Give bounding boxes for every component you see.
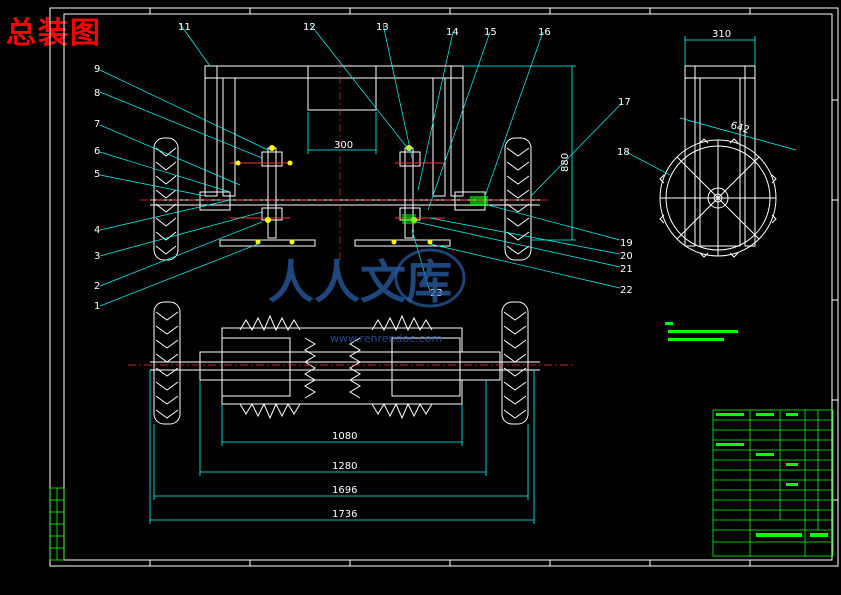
dim-642-text: 642: [729, 120, 750, 136]
dim-310-text: 310: [712, 29, 731, 40]
dim-310: [684, 36, 756, 66]
label-6: 6: [94, 146, 100, 157]
label-11: 11: [178, 22, 191, 33]
leader-lines: [99, 23, 671, 307]
front-wheel-left: [153, 137, 179, 261]
dim-1280-text: 1280: [332, 461, 357, 472]
label-20: 20: [620, 251, 633, 262]
label-12: 12: [303, 22, 316, 33]
label-4: 4: [94, 225, 100, 236]
label-7: 7: [94, 119, 100, 130]
top-wheel-right: [501, 301, 529, 425]
watermark: 人人文库 www.renrendoc.com: [268, 248, 466, 345]
label-2: 2: [94, 281, 100, 292]
front-wheel-right: [504, 137, 532, 261]
label-18: 18: [617, 147, 630, 158]
dim-880-text: 880: [560, 153, 571, 172]
dimension-texts: 300 880 310 642 1080 1280 1696 1736: [332, 29, 751, 520]
dim-1736-text: 1736: [332, 509, 357, 520]
dim-642: [679, 117, 797, 151]
dim-300: [307, 112, 377, 154]
label-22: 22: [620, 285, 633, 296]
label-5: 5: [94, 169, 100, 180]
label-8: 8: [94, 88, 100, 99]
label-23: 23: [430, 288, 443, 299]
front-view-details: [230, 145, 488, 245]
drawing-title: 总装图: [6, 16, 102, 51]
label-1: 1: [94, 301, 100, 312]
title-block: [712, 409, 834, 557]
dim-1080-line: [221, 404, 463, 446]
svg-text:人人文库: 人人文库: [268, 255, 452, 309]
top-view: [150, 314, 540, 420]
technical-notes: [665, 322, 738, 341]
label-21: 21: [620, 264, 633, 275]
dim-1696-text: 1696: [332, 485, 357, 496]
label-14: 14: [446, 27, 459, 38]
dim-300-text: 300: [334, 140, 353, 151]
side-view: [659, 65, 777, 258]
dim-1080-text: 1080: [332, 431, 357, 442]
part-labels: 9 8 7 6 5 4 3 2 1 11 12 13 14 15 16 17 1…: [94, 22, 633, 312]
outer-frame: [49, 7, 839, 567]
label-9: 9: [94, 64, 100, 75]
dim-1696-line: [153, 424, 529, 500]
dim-1280-line: [199, 380, 487, 476]
front-view: [150, 65, 540, 247]
top-wheel-left: [153, 301, 181, 425]
dim-880: [463, 65, 576, 241]
label-19: 19: [620, 238, 633, 249]
dim-1736-line: [149, 370, 535, 524]
svg-text:www.renrendoc.com: www.renrendoc.com: [330, 332, 442, 345]
frame-grid-ticks: [149, 8, 838, 566]
label-16: 16: [538, 27, 551, 38]
label-13: 13: [376, 22, 389, 33]
label-15: 15: [484, 27, 497, 38]
left-strip-block: [49, 487, 65, 561]
label-3: 3: [94, 251, 100, 262]
label-17: 17: [618, 97, 631, 108]
